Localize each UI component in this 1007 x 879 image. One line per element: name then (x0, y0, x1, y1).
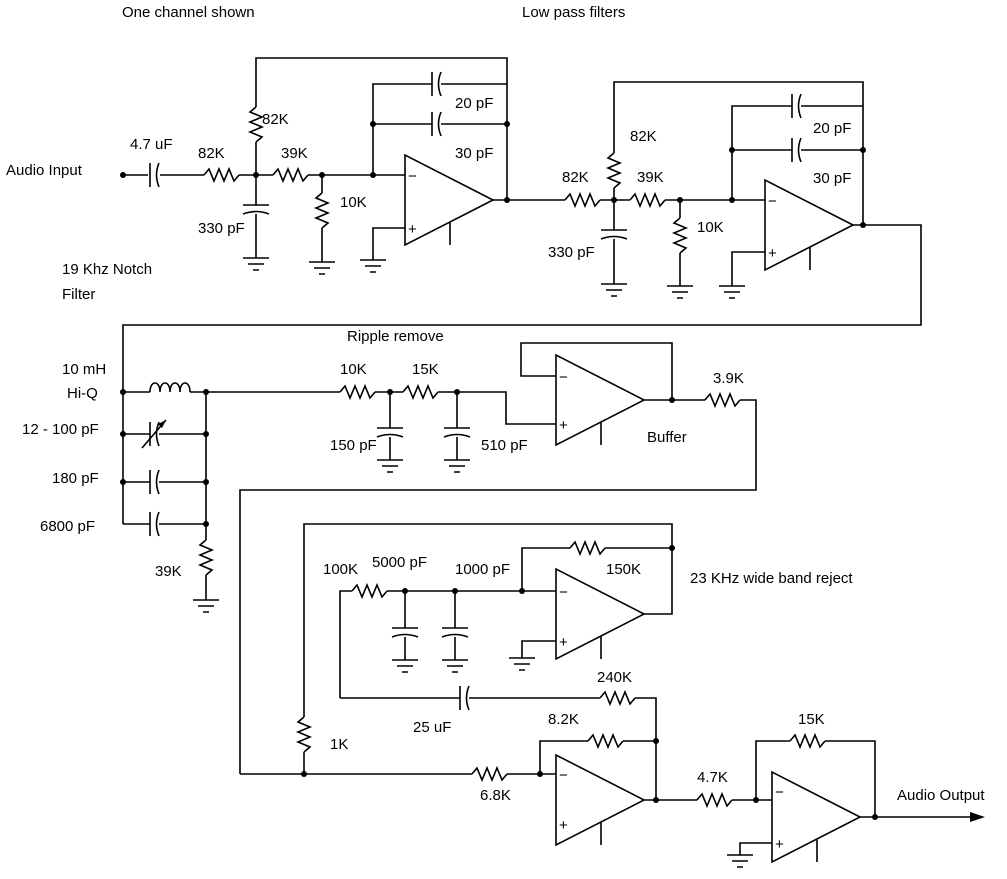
label-reject-r47: 4.7K (697, 769, 728, 786)
sign-minus: − (408, 168, 417, 185)
title-buffer: Buffer (647, 429, 687, 446)
label-reject-c25: 25 uF (413, 719, 451, 736)
opamp-signs: − + − + − + − + − + − + (408, 168, 784, 853)
stage1-lowpass (120, 57, 560, 275)
sign-minus: − (559, 369, 568, 386)
audio-input-label: Audio Input (6, 162, 83, 179)
label-notch-hiq: Hi-Q (67, 385, 98, 402)
label-reject-r68: 6.8K (480, 787, 511, 804)
label-stage1-r1: 82K (198, 145, 225, 162)
stage2-lowpass (122, 81, 922, 392)
label-stage1-cin: 4.7 uF (130, 136, 173, 153)
ripple-remove (239, 342, 757, 774)
label-reject-r240: 240K (597, 669, 632, 686)
labels: One channel shown Low pass filters Audio… (6, 4, 985, 804)
label-stage1-cgnd: 330 pF (198, 220, 245, 237)
output-arrow-icon (970, 812, 985, 822)
label-stage2-cgnd: 330 pF (548, 244, 595, 261)
title-notch-2: Filter (62, 286, 95, 303)
label-ripple-rout: 3.9K (713, 370, 744, 387)
label-stage1-cfb2: 30 pF (455, 145, 493, 162)
label-ripple-c2: 510 pF (481, 437, 528, 454)
title-one-channel: One channel shown (122, 4, 255, 21)
sign-minus: − (559, 767, 568, 784)
label-reject-rfb: 150K (606, 561, 641, 578)
label-reject-rin: 100K (323, 561, 358, 578)
label-ripple-r2: 15K (412, 361, 439, 378)
sign-minus: − (775, 784, 784, 801)
label-stage1-r2: 39K (281, 145, 308, 162)
label-notch-inductor: 10 mH (62, 361, 106, 378)
label-stage2-r2: 39K (637, 169, 664, 186)
sign-minus: − (768, 193, 777, 210)
label-notch-r: 39K (155, 563, 182, 580)
label-notch-c1: 180 pF (52, 470, 99, 487)
notch-filter (120, 382, 340, 613)
label-notch-c2: 6800 pF (40, 518, 95, 535)
audio-output-label: Audio Output (897, 787, 985, 804)
title-ripple: Ripple remove (347, 328, 444, 345)
label-reject-r82: 8.2K (548, 711, 579, 728)
sign-plus: + (559, 817, 568, 834)
label-stage1-cfb1: 20 pF (455, 95, 493, 112)
label-stage2-cfb1: 20 pF (813, 120, 851, 137)
label-reject-r1k: 1K (330, 736, 348, 753)
label-ripple-r1: 10K (340, 361, 367, 378)
label-stage2-r1: 82K (562, 169, 589, 186)
label-stage1-rgnd: 10K (340, 194, 367, 211)
label-reject-c2: 1000 pF (455, 561, 510, 578)
wideband-reject (240, 523, 985, 868)
label-stage1-rfb: 82K (262, 111, 289, 128)
label-stage2-rgnd: 10K (697, 219, 724, 236)
sign-plus: + (775, 836, 784, 853)
label-stage2-rfb: 82K (630, 128, 657, 145)
label-reject-c1: 5000 pF (372, 554, 427, 571)
title-notch-1: 19 Khz Notch (62, 261, 152, 278)
title-wide-band: 23 KHz wide band reject (690, 570, 853, 587)
title-low-pass: Low pass filters (522, 4, 625, 21)
sign-plus: + (559, 417, 568, 434)
sign-minus: − (559, 584, 568, 601)
label-reject-r15: 15K (798, 711, 825, 728)
sign-plus: + (408, 221, 417, 238)
sign-plus: + (768, 245, 777, 262)
label-notch-cvar: 12 - 100 pF (22, 421, 99, 438)
sign-plus: + (559, 634, 568, 651)
label-ripple-c1: 150 pF (330, 437, 377, 454)
label-stage2-cfb2: 30 pF (813, 170, 851, 187)
